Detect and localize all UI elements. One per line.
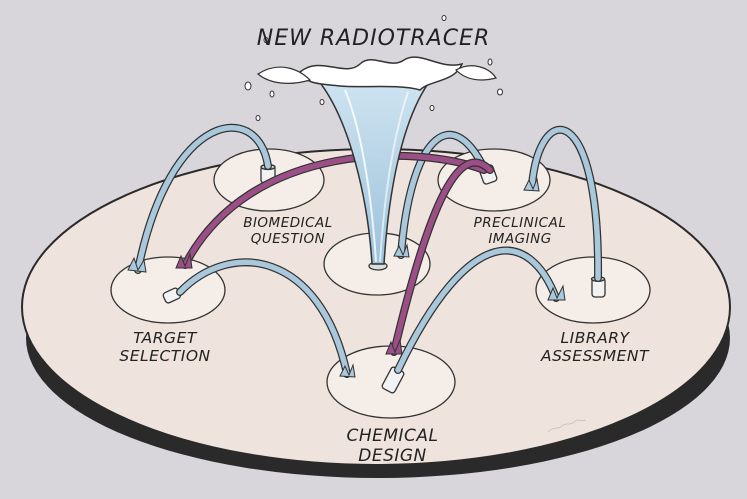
stream-preclinical-to-chemical bbox=[390, 158, 494, 356]
stream-library-to-preclinical bbox=[528, 125, 603, 282]
splash-icon bbox=[127, 177, 566, 378]
node-preclinical-imaging: PRECLINICAL IMAGING bbox=[455, 215, 585, 247]
droplets bbox=[244, 15, 503, 121]
node-target-selection: TARGET SELECTION bbox=[105, 329, 225, 366]
node-label-line: LIBRARY bbox=[560, 329, 630, 347]
node-label-line: TARGET bbox=[133, 329, 197, 347]
node-label-line: SELECTION bbox=[119, 346, 211, 365]
node-label-line: PRECLINICAL bbox=[473, 215, 567, 231]
stream-target-to-chemical bbox=[176, 258, 351, 378]
node-basins bbox=[110, 148, 651, 419]
node-label-line: IMAGING bbox=[488, 230, 552, 247]
node-label-line: QUESTION bbox=[250, 230, 326, 247]
node-label-line: CHEMICAL bbox=[346, 426, 439, 446]
stream-biomedical-to-target bbox=[134, 123, 272, 274]
node-label-line: ASSESSMENT bbox=[541, 346, 649, 365]
node-biomedical-question: BIOMEDICAL QUESTION bbox=[228, 215, 348, 247]
node-label-line: BIOMEDICAL bbox=[243, 215, 333, 231]
signature-mark bbox=[547, 419, 587, 433]
purple-streams bbox=[181, 151, 494, 356]
diagram-title: NEW RADIOTRACER bbox=[256, 26, 491, 51]
node-label-line: DESIGN bbox=[358, 445, 427, 466]
stream-preclinical-to-center bbox=[397, 130, 488, 259]
node-library-assessment: LIBRARY ASSESSMENT bbox=[530, 329, 660, 366]
stream-preclinical-to-target bbox=[181, 151, 488, 269]
blue-streams bbox=[134, 123, 603, 378]
stream-chemical-to-library bbox=[394, 246, 560, 374]
fountain-icon bbox=[256, 56, 497, 265]
node-chemical-design: CHEMICAL DESIGN bbox=[320, 426, 465, 466]
